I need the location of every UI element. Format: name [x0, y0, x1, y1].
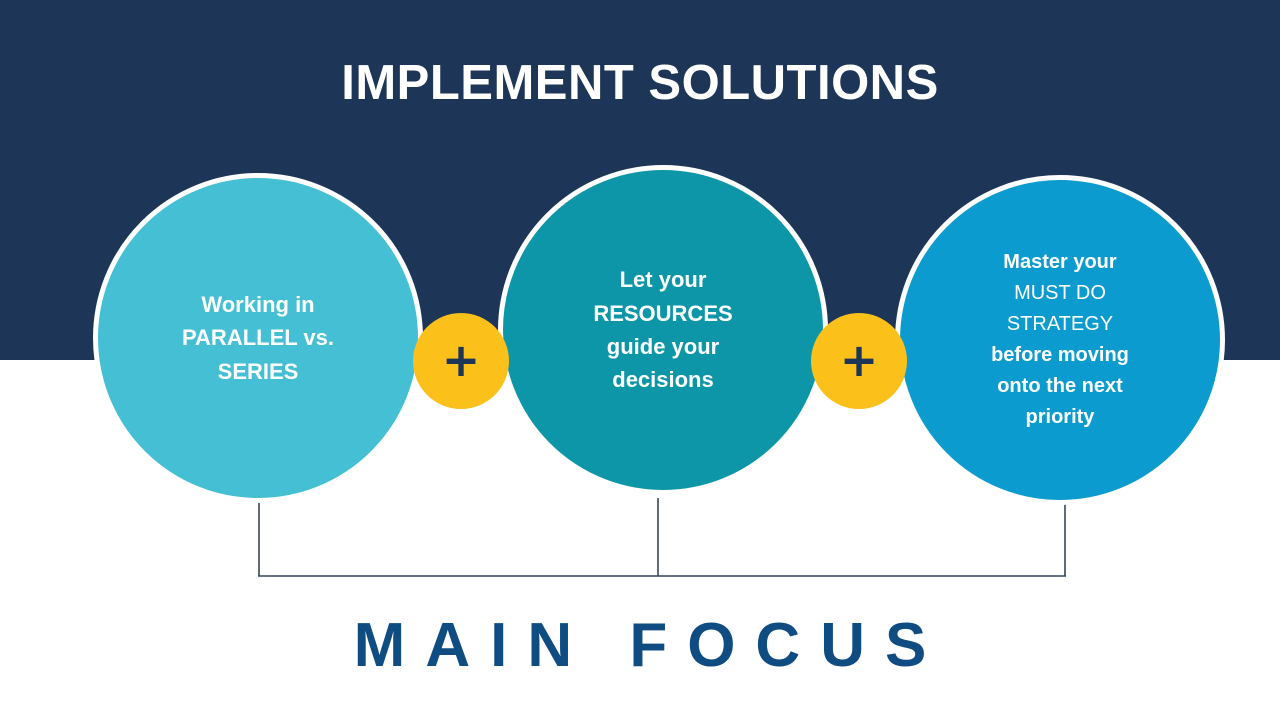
plus-icon: +: [441, 333, 481, 387]
node-circle-resources[interactable]: Let your RESOURCES guide your decisions: [498, 165, 828, 495]
node-line: PARALLEL vs.: [182, 325, 334, 351]
plus-badge-2: +: [811, 313, 907, 409]
node-line: STRATEGY: [1006, 313, 1114, 335]
node-line: Master your: [1003, 251, 1117, 273]
node-circle-must-do-strategy[interactable]: Master your MUST DO STRATEGY before movi…: [895, 175, 1225, 505]
node-line: SERIES: [217, 358, 299, 384]
node-text-resources: Let your RESOURCES guide your decisions: [567, 263, 758, 397]
page-title: IMPLEMENT SOLUTIONS: [341, 56, 939, 110]
node-line: Let your: [619, 267, 707, 293]
node-line: before moving: [991, 344, 1129, 366]
node-line: MUST DO: [1014, 282, 1106, 304]
node-line: RESOURCES: [593, 300, 733, 326]
plus-badge-1: +: [413, 313, 509, 409]
node-line: decisions: [612, 367, 714, 393]
plus-icon: +: [839, 333, 879, 387]
node-circle-parallel-series[interactable]: Working in PARALLEL vs. SERIES: [93, 173, 423, 503]
node-text-parallel-series: Working in PARALLEL vs. SERIES: [156, 288, 360, 388]
node-line: Working in: [201, 291, 315, 317]
node-line: onto the next: [997, 375, 1123, 397]
node-text-must-do-strategy: Master your MUST DO STRATEGY before movi…: [965, 247, 1155, 433]
node-line: priority: [1025, 406, 1095, 428]
main-focus-label: MAIN FOCUS: [353, 611, 947, 680]
node-line: guide your: [606, 334, 720, 359]
